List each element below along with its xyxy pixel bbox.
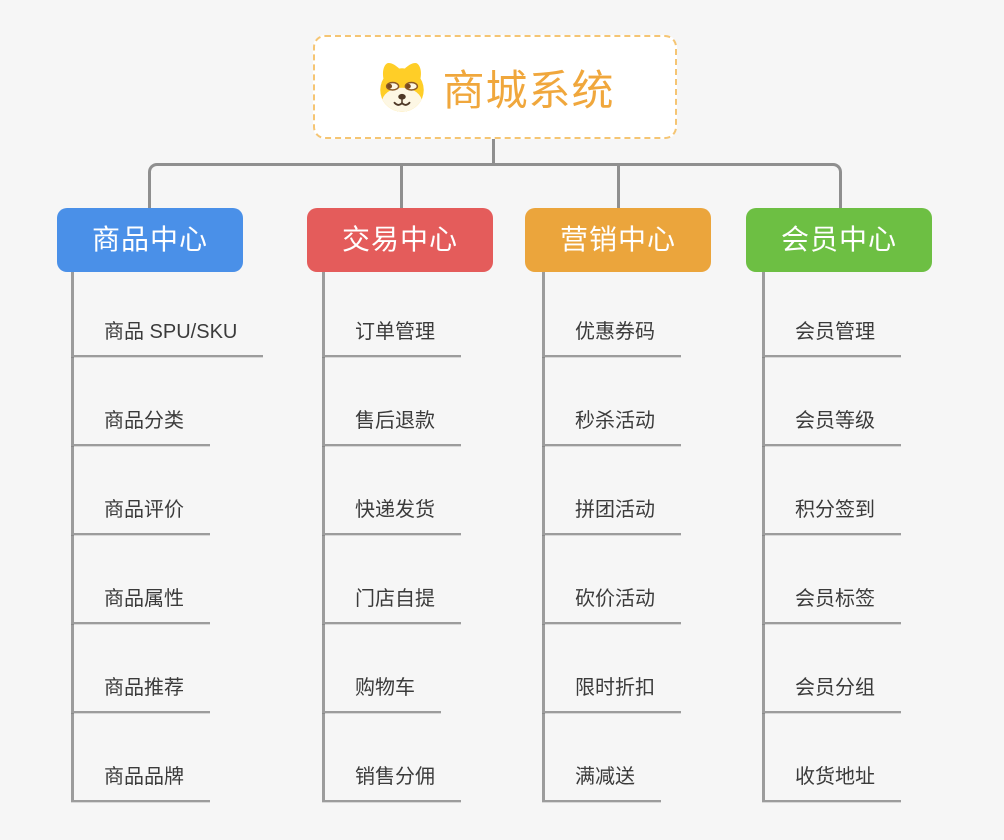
- subtopic-item[interactable]: 商品评价: [71, 496, 210, 535]
- branch-node-label: 会员中心: [780, 224, 897, 255]
- subtopic-item[interactable]: 售后退款: [322, 407, 461, 446]
- subtopic-item[interactable]: 商品分类: [71, 407, 210, 446]
- subtopic-item[interactable]: 商品 SPU/SKU: [71, 318, 264, 357]
- subtopic-item[interactable]: 商品推荐: [71, 674, 210, 713]
- subtopic-item[interactable]: 砍价活动: [542, 585, 681, 624]
- subtopic-item[interactable]: 满减送: [542, 763, 661, 802]
- branch-node-product[interactable]: 商品中心: [57, 208, 243, 272]
- subtopic-item[interactable]: 优惠券码: [542, 318, 681, 357]
- branch-node-label: 交易中心: [341, 224, 458, 255]
- root-node[interactable]: 商城系统: [313, 35, 677, 139]
- branch-trunk: [542, 272, 545, 802]
- subtopic-item[interactable]: 门店自提: [322, 585, 461, 624]
- root-title: 商城系统: [442, 66, 615, 114]
- connector-drop-marketing: [617, 165, 620, 209]
- subtopic-item[interactable]: 会员管理: [762, 318, 901, 357]
- branch-node-member[interactable]: 会员中心: [746, 208, 932, 272]
- subtopic-item[interactable]: 限时折扣: [542, 674, 681, 713]
- subtopic-item[interactable]: 销售分佣: [322, 763, 461, 802]
- subtopic-item[interactable]: 会员分组: [762, 674, 901, 713]
- branch-node-marketing[interactable]: 营销中心: [525, 208, 711, 272]
- connector-drop-trade: [400, 165, 403, 209]
- subtopic-item[interactable]: 订单管理: [322, 318, 461, 357]
- subtopic-item[interactable]: 收货地址: [762, 763, 901, 802]
- branch-node-label: 商品中心: [91, 224, 208, 255]
- branch-column-member: 会员管理 会员等级 积分签到 会员标签 会员分组 收货地址: [762, 272, 1004, 812]
- branch-column-trade: 订单管理 售后退款 快递发货 门店自提 购物车 销售分佣: [322, 272, 567, 812]
- shiba-dog-icon: [380, 63, 425, 112]
- subtopic-item[interactable]: 购物车: [322, 674, 441, 713]
- branch-column-marketing: 优惠券码 秒杀活动 拼团活动 砍价活动 限时折扣 满减送: [542, 272, 787, 812]
- subtopic-item[interactable]: 秒杀活动: [542, 407, 681, 446]
- branch-column-product: 商品 SPU/SKU 商品分类 商品评价 商品属性 商品推荐 商品品牌: [71, 272, 316, 812]
- subtopic-item[interactable]: 商品品牌: [71, 763, 210, 802]
- branch-node-label: 营销中心: [559, 224, 676, 255]
- connector-bus: [148, 163, 842, 212]
- branch-trunk: [762, 272, 765, 802]
- subtopic-item[interactable]: 拼团活动: [542, 496, 681, 535]
- subtopic-item[interactable]: 会员标签: [762, 585, 901, 624]
- subtopic-item[interactable]: 商品属性: [71, 585, 210, 624]
- connector-root-stem: [492, 139, 495, 165]
- subtopic-item[interactable]: 积分签到: [762, 496, 901, 535]
- subtopic-item[interactable]: 快递发货: [322, 496, 461, 535]
- subtopic-item[interactable]: 会员等级: [762, 407, 901, 446]
- branch-trunk: [322, 272, 325, 802]
- branch-node-trade[interactable]: 交易中心: [307, 208, 493, 272]
- branch-trunk: [71, 272, 74, 802]
